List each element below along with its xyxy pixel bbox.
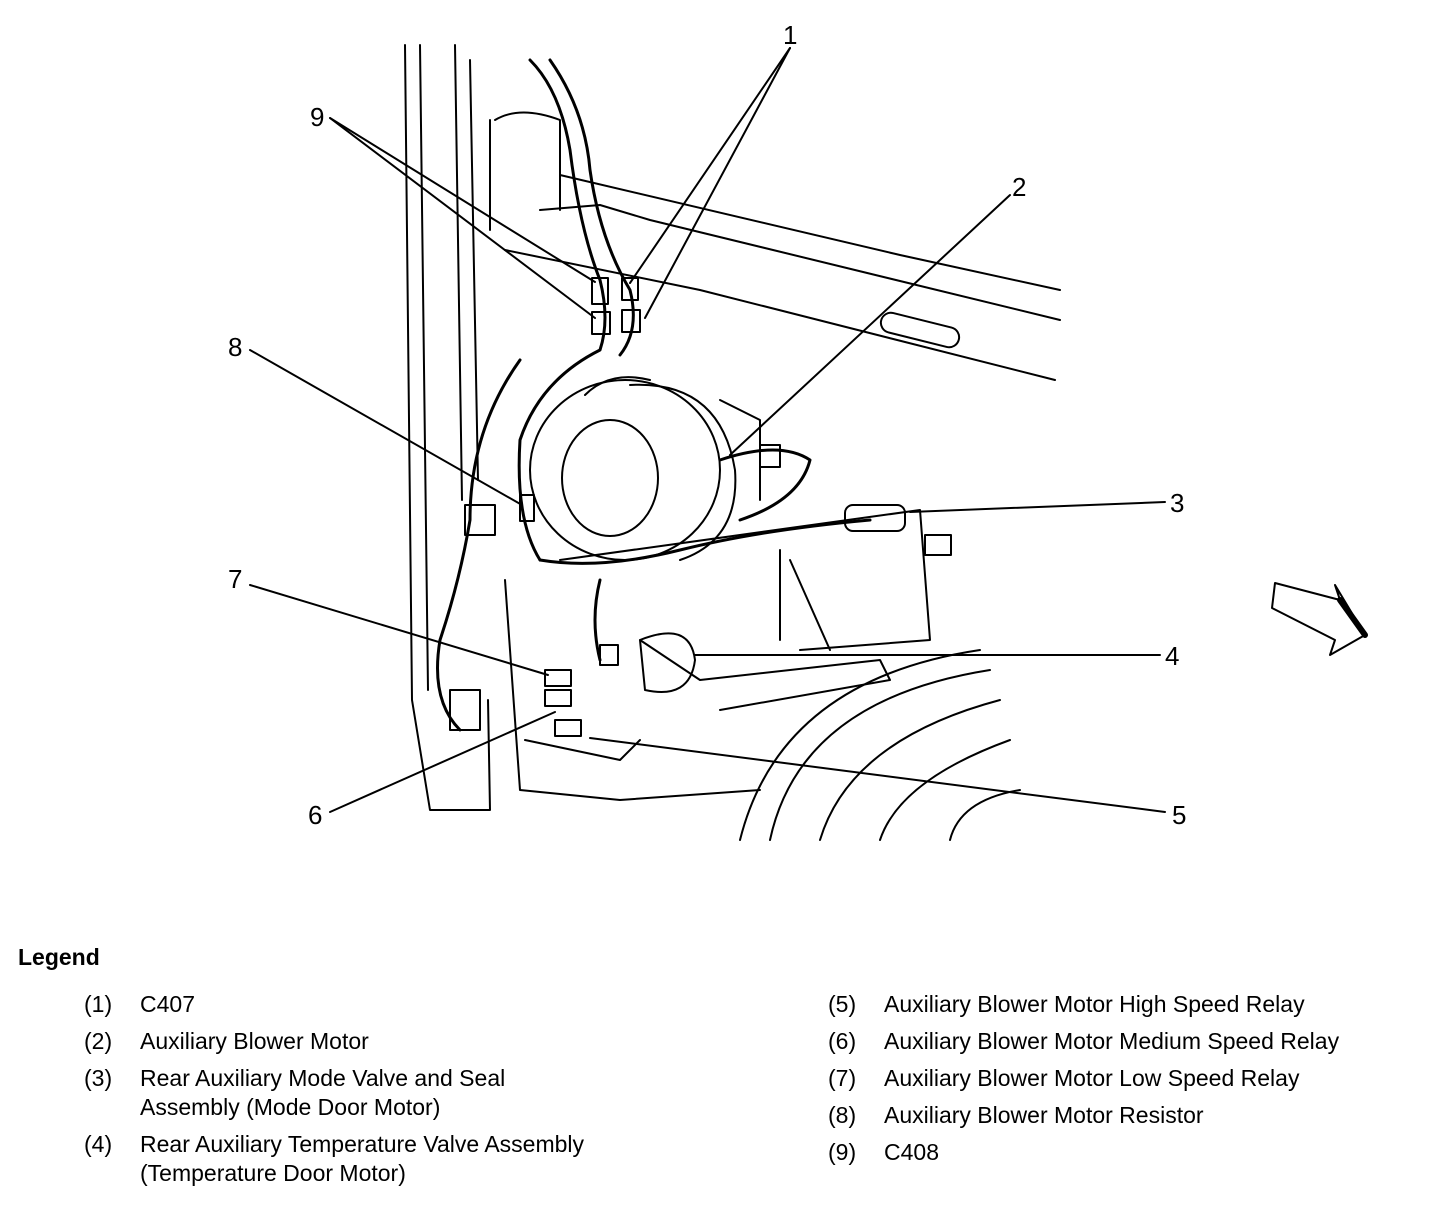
body-pillar — [404, 44, 491, 811]
hvac-case — [504, 509, 931, 801]
legend-item: (9) C408 — [828, 1138, 1448, 1167]
legend-item-number: (9) — [828, 1139, 857, 1165]
hvac-component-diagram: 1 2 3 4 5 6 7 8 9 — [228, 20, 1368, 841]
leader-lines — [249, 47, 1166, 813]
forward-arrow-icon — [1271, 582, 1368, 656]
legend-column-right: (5) Auxiliary Blower Motor High Speed Re… — [828, 990, 1448, 1175]
legend-item-text: Auxiliary Blower Motor High Speed Relay — [884, 991, 1305, 1017]
legend-item: (7) Auxiliary Blower Motor Low Speed Rel… — [828, 1064, 1448, 1093]
legend-item-number: (5) — [828, 991, 857, 1017]
legend-item-number: (7) — [828, 1065, 857, 1091]
cross-member — [489, 111, 1061, 381]
legend-item: (6) Auxiliary Blower Motor Medium Speed … — [828, 1027, 1448, 1056]
callout-8: 8 — [228, 332, 242, 362]
wheel-well — [739, 649, 1021, 841]
callout-9: 9 — [310, 102, 324, 132]
legend-item-text: C407 — [140, 991, 195, 1017]
diagram-canvas: 1 2 3 4 5 6 7 8 9 — [228, 20, 1368, 841]
blower-motor-housing — [529, 376, 761, 561]
legend-item: (2) Auxiliary Blower Motor — [84, 1027, 724, 1056]
legend-item-text: Auxiliary Blower Motor Low Speed Relay — [884, 1065, 1300, 1091]
legend-item-text: Auxiliary Blower Motor Resistor — [884, 1102, 1204, 1128]
legend-column-left: (1) C407 (2) Auxiliary Blower Motor (3) … — [84, 990, 724, 1196]
callout-7: 7 — [228, 564, 242, 594]
callout-5: 5 — [1172, 800, 1186, 830]
legend-item-number: (3) — [84, 1065, 113, 1091]
callout-4: 4 — [1165, 641, 1179, 671]
legend-item-text: C408 — [884, 1139, 939, 1165]
legend-title: Legend — [18, 944, 100, 970]
legend-item-number: (8) — [828, 1102, 857, 1128]
legend-item: (3) Rear Auxiliary Mode Valve and Seal A… — [84, 1064, 724, 1122]
legend-item-text: Rear Auxiliary Mode Valve and Seal Assem… — [140, 1065, 506, 1120]
legend-item-text: Rear Auxiliary Temperature Valve Assembl… — [140, 1131, 585, 1186]
connectors — [449, 277, 952, 737]
legend-item-number: (1) — [84, 991, 113, 1017]
callout-2: 2 — [1012, 172, 1026, 202]
callout-3: 3 — [1170, 488, 1184, 518]
legend-item-text: Auxiliary Blower Motor — [140, 1028, 369, 1054]
legend-item: (4) Rear Auxiliary Temperature Valve Ass… — [84, 1130, 724, 1188]
legend-item: (1) C407 — [84, 990, 724, 1019]
legend-item-number: (2) — [84, 1028, 113, 1054]
legend-item-number: (4) — [84, 1131, 113, 1157]
legend-item: (8) Auxiliary Blower Motor Resistor — [828, 1101, 1448, 1130]
legend-item-text: Auxiliary Blower Motor Medium Speed Rela… — [884, 1028, 1340, 1054]
callout-6: 6 — [308, 800, 322, 830]
wiring-harness — [436, 58, 872, 732]
callout-1: 1 — [783, 20, 797, 50]
legend-item: (5) Auxiliary Blower Motor High Speed Re… — [828, 990, 1448, 1019]
callout-labels: 1 2 3 4 5 6 7 8 9 — [228, 20, 1186, 830]
legend-item-number: (6) — [828, 1028, 857, 1054]
